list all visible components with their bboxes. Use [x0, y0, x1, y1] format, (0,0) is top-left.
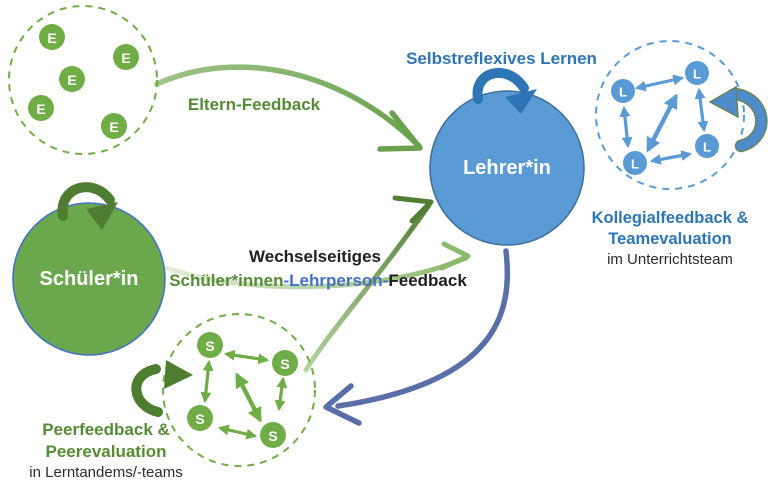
eltern-node-letter: E	[109, 119, 118, 135]
peer-node	[187, 405, 213, 431]
team-arrows	[619, 74, 709, 165]
peers-self-loop-arrow	[131, 360, 193, 417]
team-node	[695, 134, 719, 158]
eltern-node	[59, 66, 85, 92]
kollegialfeedback-label: Kollegialfeedback &	[591, 209, 749, 227]
eltern-cluster-circle	[8, 5, 158, 155]
eltern-feedback-label: Eltern-Feedback	[187, 95, 321, 114]
wechselseitiges-label: Wechselseitiges	[249, 247, 381, 266]
team-double-arrow	[619, 105, 633, 149]
team-nodes: L L L L	[611, 61, 719, 175]
eltern-node-letter: E	[121, 50, 130, 66]
peer-node-letter: S	[195, 411, 204, 427]
peer-node	[272, 350, 298, 376]
lerntandems-label: in Lerntandems/-teams	[29, 464, 183, 481]
lehrer-self-loop-arrow	[472, 67, 537, 114]
eltern-node	[28, 95, 54, 121]
unterrichtsteam-label: im Unterrichtsteam	[607, 251, 733, 268]
peer-arrows	[200, 349, 288, 440]
peers-to-lehrer-arrow	[303, 195, 434, 373]
team-node-letter: L	[619, 85, 627, 100]
schueler-circle-label: Schüler*in	[39, 268, 139, 290]
schueler-lehrperson-feedback-label: Schüler*innen-Lehrperson-Feedback	[128, 270, 508, 291]
team-self-loop-arrow	[708, 85, 768, 153]
team-node-letter: L	[703, 140, 711, 155]
schueler-circle	[12, 202, 166, 356]
lehrer-circle-label: Lehrer*in	[463, 157, 551, 179]
peer-node-letter: S	[280, 356, 289, 372]
peer-node	[260, 422, 286, 448]
schueler-self-loop-arrow	[57, 182, 118, 230]
peer-double-arrow	[223, 349, 270, 365]
lehrer-to-peers-arrow	[323, 248, 511, 426]
peer-node	[197, 332, 223, 358]
peer-cluster-circle	[162, 313, 316, 467]
peerevaluation-label: Peerevaluation	[45, 442, 167, 461]
teamevaluation-label: Teamevaluation	[608, 230, 732, 248]
team-double-arrow	[649, 150, 693, 165]
peer-double-arrow	[217, 424, 258, 440]
wechselseitiges-feedback-part: Feedback	[388, 271, 467, 290]
lehrer-circle	[429, 90, 585, 246]
eltern-nodes: E E E E E	[28, 24, 139, 139]
peer-double-arrow	[200, 359, 214, 404]
eltern-node	[113, 44, 139, 70]
eltern-node	[101, 113, 127, 139]
team-node-letter: L	[693, 67, 701, 82]
team-double-arrow	[646, 93, 678, 153]
peer-double-arrow	[235, 372, 262, 423]
team-double-arrow	[634, 74, 685, 92]
peerfeedback-label: Peerfeedback &	[42, 420, 170, 439]
eltern-to-lehrer-arrow	[154, 64, 423, 152]
eltern-node-letter: E	[36, 101, 45, 117]
team-node	[685, 61, 709, 85]
selbstreflexives-lernen-label: Selbstreflexives Lernen	[406, 49, 597, 68]
peer-double-arrow	[274, 376, 288, 412]
team-node-letter: L	[631, 157, 639, 172]
team-node	[611, 79, 635, 103]
wechselseitiges-lehrperson-part: -Lehrperson-	[283, 271, 389, 290]
peer-nodes: S S S S	[187, 332, 298, 448]
team-cluster-circle	[595, 40, 745, 190]
peer-node-letter: S	[205, 338, 214, 354]
schueler-to-lehrer-arrow	[164, 241, 471, 290]
eltern-node-letter: E	[67, 72, 76, 88]
team-node	[623, 151, 647, 175]
wechselseitiges-schueler-part: Schüler*innen	[169, 271, 284, 290]
team-double-arrow	[694, 87, 709, 133]
eltern-node	[39, 24, 65, 50]
peer-node-letter: S	[268, 428, 277, 444]
eltern-node-letter: E	[47, 30, 56, 46]
